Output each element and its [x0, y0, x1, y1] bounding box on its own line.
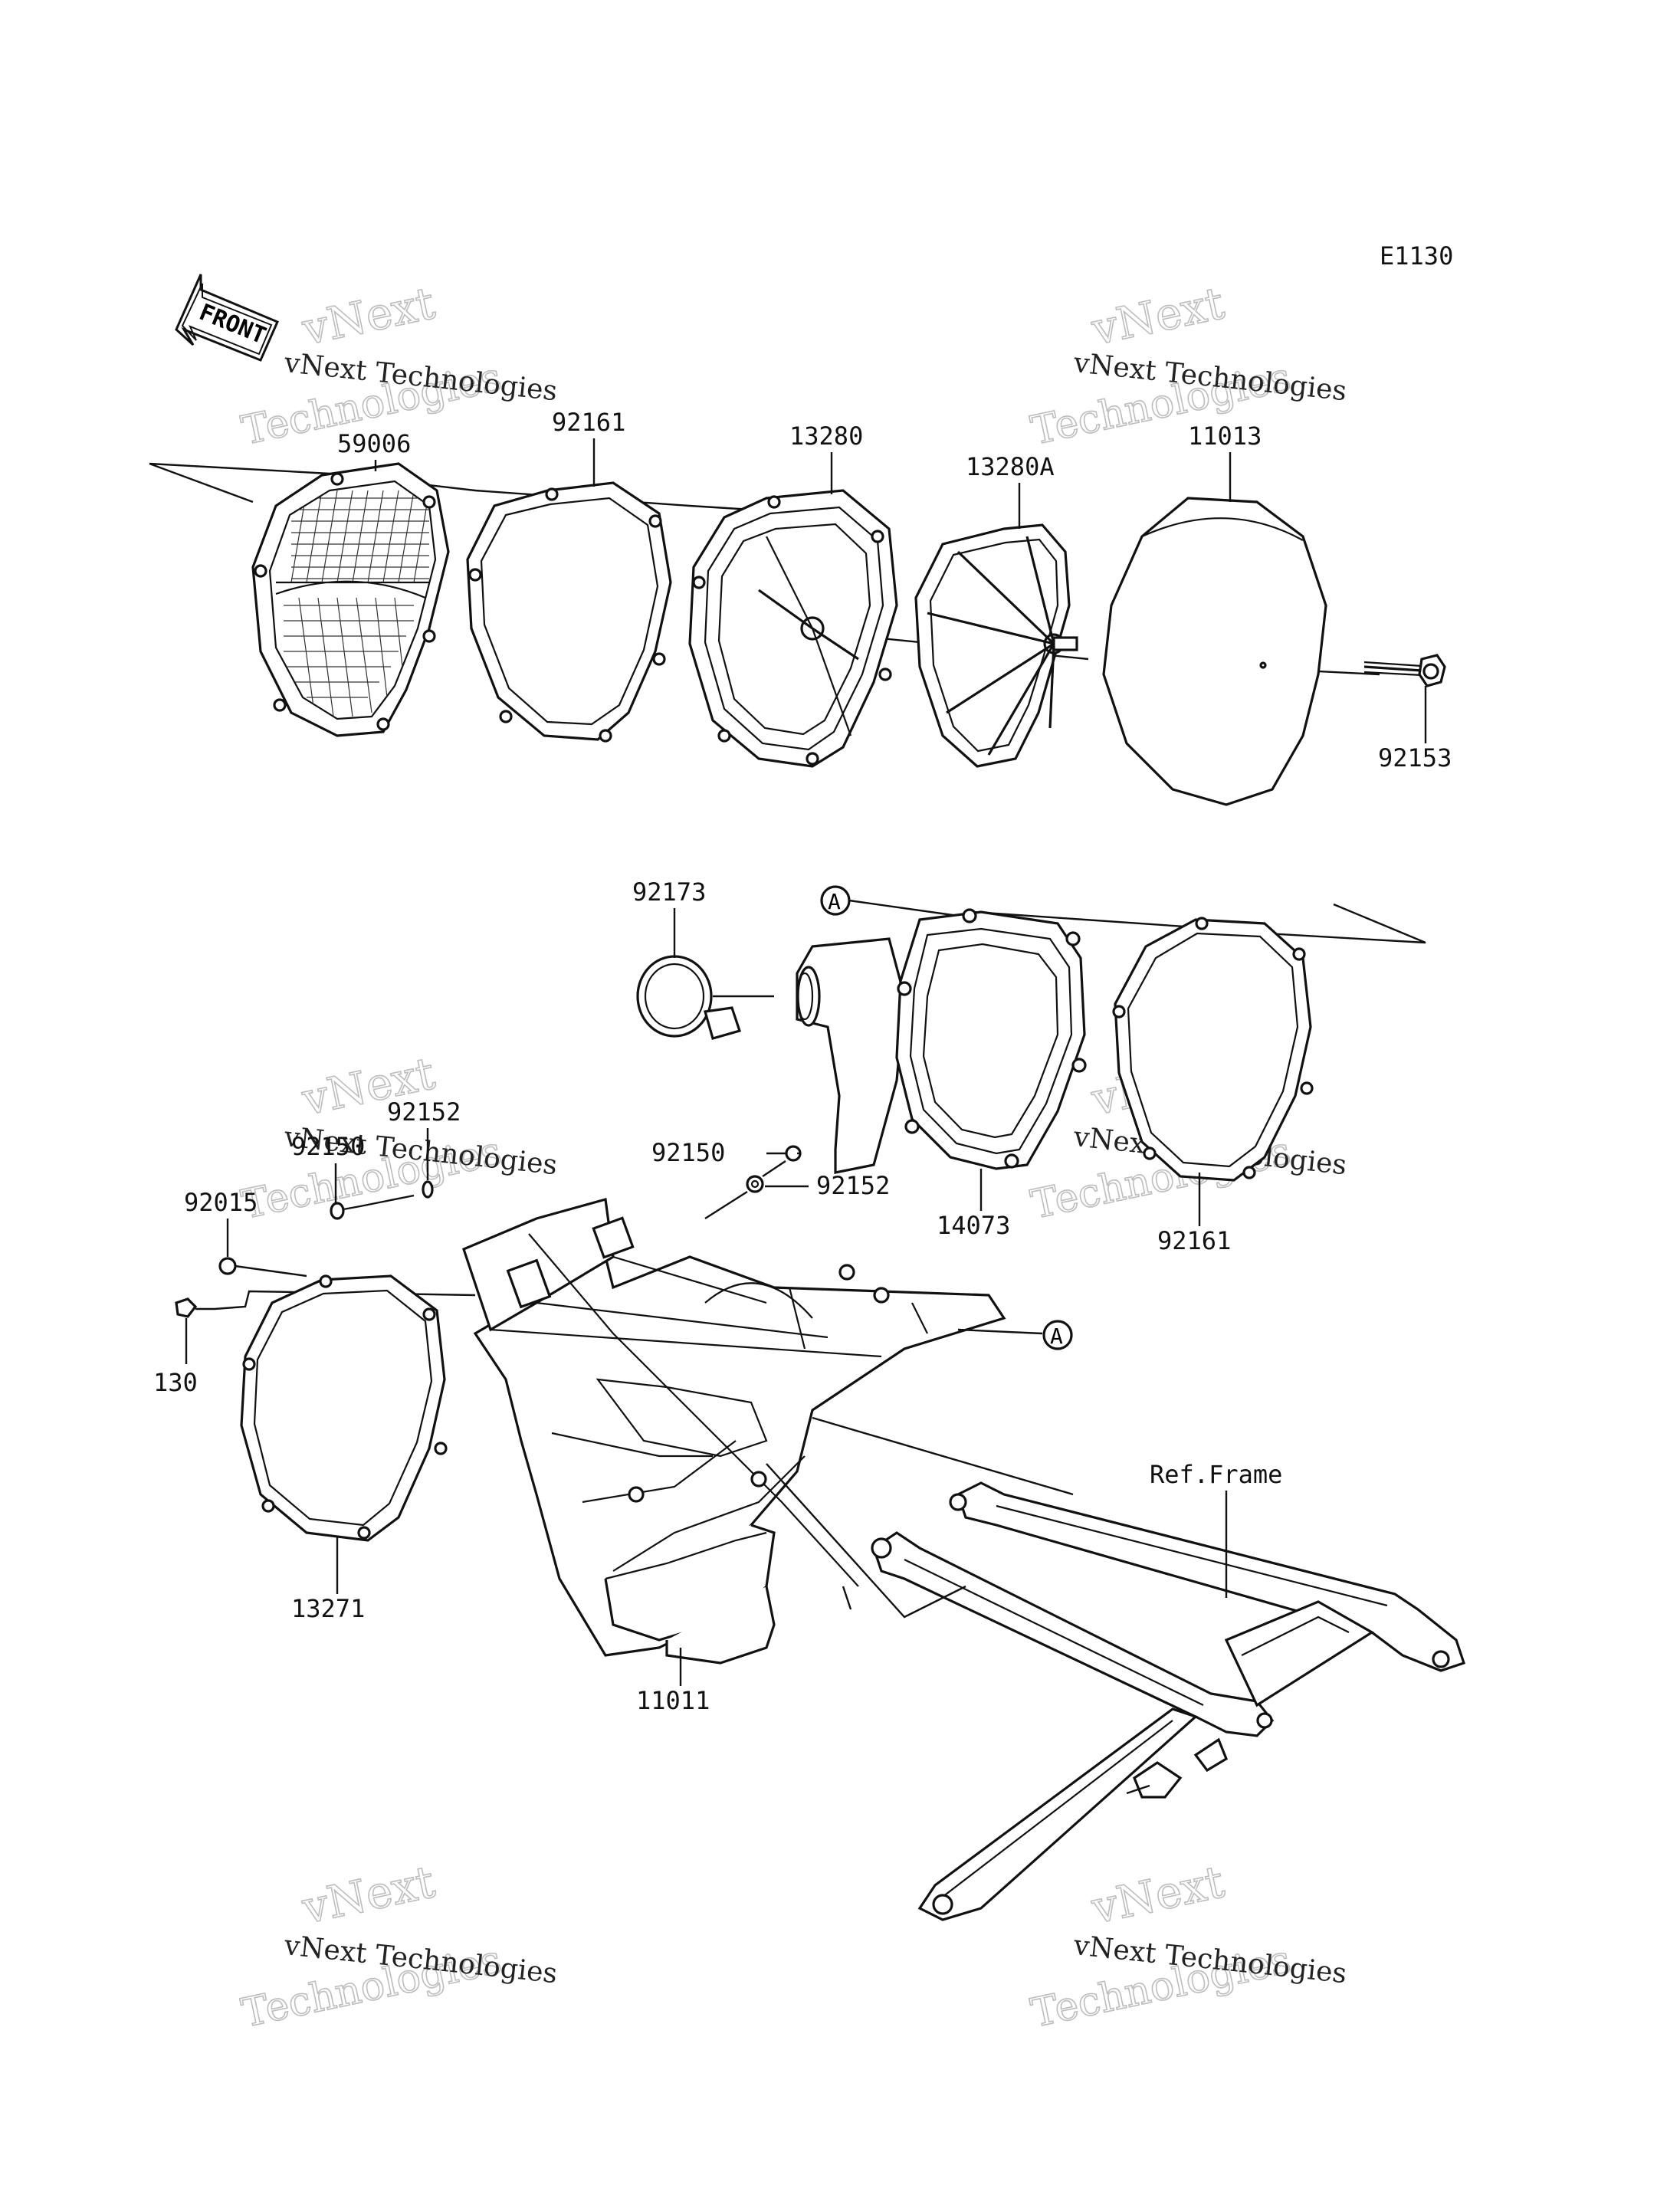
label-92161-mid: 92161	[1157, 1226, 1231, 1255]
label-92152-mid: 92152	[816, 1171, 890, 1200]
part-11013-element	[1102, 497, 1327, 806]
part-13271-gasket	[240, 1274, 448, 1542]
label-11011: 11011	[636, 1686, 710, 1715]
diagram-code: E1130	[1380, 241, 1453, 271]
svg-text:vNext: vNext	[1087, 1855, 1229, 1934]
svg-text:vNext: vNext	[1087, 277, 1229, 356]
part-92161-gasket-top	[466, 481, 672, 743]
part-14073-duct	[796, 908, 1087, 1174]
callout-a-bottom: A	[957, 1320, 1073, 1350]
part-92150-bolt-left	[330, 1202, 361, 1220]
watermark-bottom-right: vNext Technologies vNext Technologies	[1026, 1855, 1348, 2037]
part-11011-air-box	[462, 1197, 1006, 1665]
part-92150-bolt-mid	[785, 1145, 802, 1162]
label-ref-frame: Ref.Frame	[1150, 1460, 1282, 1489]
label-92015: 92015	[184, 1188, 258, 1217]
part-92173-clamp	[636, 955, 774, 1040]
part-92153-wing-bolt	[1363, 654, 1446, 687]
label-92152-left: 92152	[387, 1097, 461, 1127]
label-13271: 13271	[291, 1594, 365, 1623]
ref-frame	[871, 1481, 1466, 1921]
svg-text:A: A	[828, 889, 841, 914]
label-130: 130	[153, 1368, 198, 1397]
label-92153: 92153	[1378, 743, 1452, 772]
part-59006-screen	[251, 462, 450, 737]
part-92161-gasket-mid	[1112, 917, 1314, 1182]
label-92150-mid: 92150	[651, 1138, 725, 1167]
svg-text:vNext: vNext	[297, 1855, 439, 1934]
watermark-top-left: vNext Technologies vNext Technologies	[237, 276, 559, 454]
label-92150-left: 92150	[291, 1132, 365, 1161]
label-13280A: 13280A	[966, 452, 1055, 481]
part-13280-holder	[688, 489, 898, 768]
part-92015-nut	[218, 1257, 237, 1275]
part-130-bolt	[175, 1297, 215, 1318]
part-13280A-cage	[914, 523, 1078, 768]
label-13280: 13280	[789, 422, 863, 451]
label-14073: 14073	[937, 1211, 1010, 1240]
watermark-mid-left: vNext Technologies vNext Technologies	[237, 1046, 559, 1228]
label-59006: 59006	[337, 429, 411, 458]
label-11013: 11013	[1188, 422, 1262, 451]
svg-text:A: A	[1050, 1324, 1063, 1349]
label-92173: 92173	[632, 877, 706, 907]
part-92152-washer-mid	[746, 1175, 764, 1193]
watermark-bottom-left: vNext Technologies vNext Technologies	[237, 1855, 559, 2037]
svg-text:vNext: vNext	[297, 277, 439, 356]
front-arrow-icon: FRONT	[175, 274, 279, 362]
callout-a-top: A	[820, 885, 959, 917]
label-92161-top: 92161	[552, 408, 625, 437]
part-92152-washer-left	[422, 1180, 434, 1199]
